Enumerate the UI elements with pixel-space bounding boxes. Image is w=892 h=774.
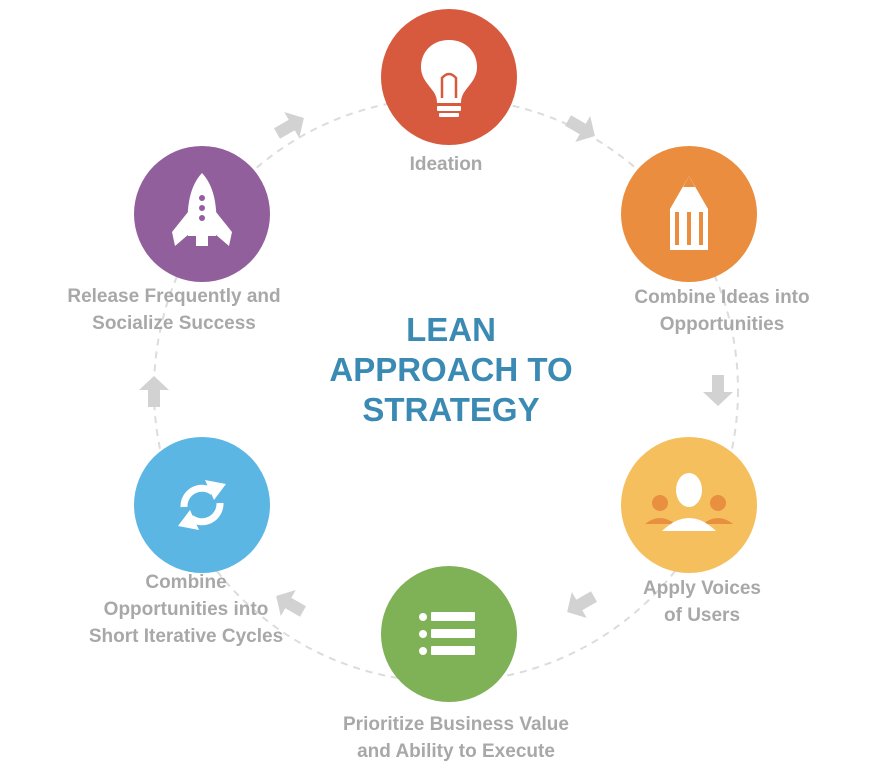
label-line: and Ability to Execute (357, 741, 555, 762)
label-iterative-cycles: Combine Opportunities into Short Iterati… (36, 569, 336, 650)
arrow-release-to-ideation (274, 112, 304, 139)
label-line: Apply Voices (643, 578, 761, 599)
pencil-icon (670, 176, 708, 250)
label-prioritize: Prioritize Business Value and Ability to… (296, 711, 616, 765)
arrow-voices-to-prioritize (567, 591, 597, 618)
label-line: Opportunities (659, 314, 785, 335)
title-line: APPROACH TO (329, 351, 573, 388)
label-combine-ideas: Combine Ideas into Opportunities (602, 284, 842, 338)
label-line: Opportunities into (103, 599, 269, 620)
arrow-cycles-to-release (139, 376, 169, 407)
rocket-icon (172, 173, 232, 246)
label-ideation: Ideation (346, 151, 546, 178)
users-icon (645, 473, 733, 531)
step-iterative-cycles (134, 437, 270, 573)
refresh-icon (178, 480, 226, 530)
label-line: of Users (663, 605, 741, 626)
label-line: Combine Ideas into (634, 287, 810, 308)
label-line: Ideation (409, 154, 483, 175)
list-icon (419, 612, 475, 655)
arrow-ideation-to-combine (565, 115, 595, 142)
label-line: Socialize Success (92, 313, 256, 334)
label-line: Prioritize Business Value (343, 714, 569, 735)
label-line: Combine (145, 572, 227, 593)
arrow-prioritize-to-cycles (276, 590, 306, 617)
step-ideation (381, 9, 517, 145)
title-line: LEAN (406, 311, 496, 348)
step-combine-ideas (621, 146, 757, 282)
label-apply-voices: Apply Voices of Users (602, 575, 802, 629)
iterative-cycles-circle (134, 437, 270, 573)
title-line: STRATEGY (362, 391, 540, 428)
step-prioritize (381, 566, 517, 702)
step-release (134, 146, 270, 282)
label-line: Release Frequently and (67, 286, 281, 307)
lightbulb-icon (421, 40, 477, 117)
label-release: Release Frequently and Socialize Success (24, 283, 324, 337)
arrow-combine-to-voices (703, 375, 733, 406)
label-line: Short Iterative Cycles (88, 626, 284, 647)
step-apply-voices (621, 437, 757, 573)
diagram-title: LEAN APPROACH TO STRATEGY (296, 310, 606, 430)
